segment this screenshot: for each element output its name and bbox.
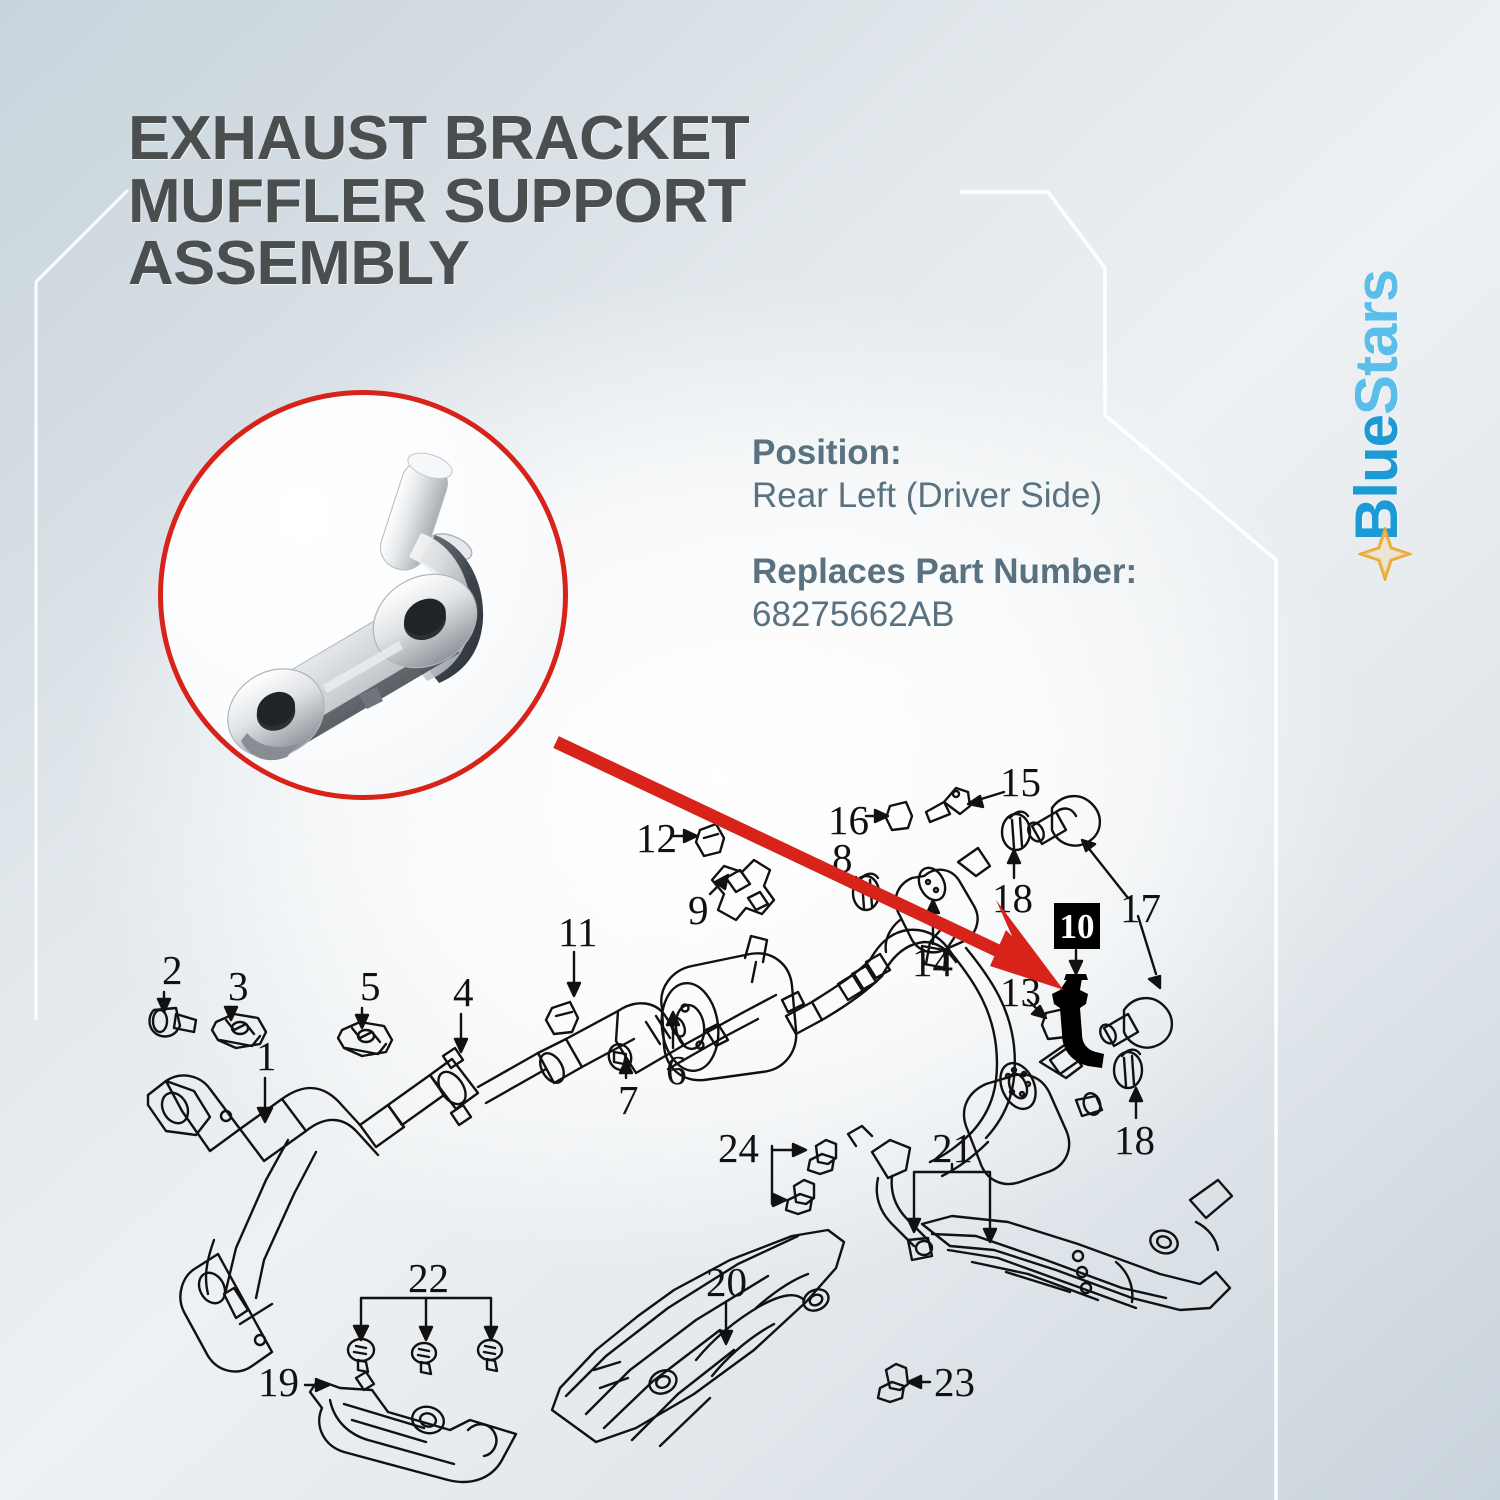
title-line-1: EXHAUST BRACKET <box>128 104 750 173</box>
callout-number-20: 20 <box>706 1259 747 1305</box>
page-title: EXHAUST BRACKET MUFFLER SUPPORT ASSEMBLY <box>128 104 964 299</box>
callout-number-11: 11 <box>558 909 598 955</box>
callout-number-15: 15 <box>1000 759 1041 805</box>
product-photo-circle <box>158 390 568 800</box>
callout-number-13: 13 <box>1000 969 1041 1015</box>
part-number-label: Replaces Part Number: <box>752 552 1138 592</box>
callout-number-6: 6 <box>666 1047 687 1093</box>
callout-number-16: 16 <box>828 797 869 843</box>
part-number-value: 68275662AB <box>752 595 955 635</box>
four-point-star-icon <box>1358 527 1412 581</box>
position-label: Position: <box>752 433 902 472</box>
callout-number-18-top: 18 <box>992 875 1033 921</box>
callout-number-8: 8 <box>832 835 853 881</box>
callout-number-23: 23 <box>934 1359 975 1405</box>
callout-number-1: 1 <box>256 1033 277 1079</box>
callout-number-14: 14 <box>912 939 953 985</box>
callout-number-3: 3 <box>228 963 249 1009</box>
callout-number-24: 24 <box>718 1125 759 1171</box>
title-line-3: ASSEMBLY <box>128 229 470 299</box>
bracket-part-illustration <box>227 452 484 761</box>
title-line-2: MUFFLER SUPPORT <box>128 166 746 236</box>
callout-number-12: 12 <box>636 815 677 861</box>
callout-number-18-bottom: 18 <box>1114 1117 1155 1163</box>
callout-number-19: 19 <box>258 1359 299 1405</box>
callout-number-2: 2 <box>162 947 183 993</box>
callout-number-7: 7 <box>618 1077 639 1123</box>
position-value: Rear Left (Driver Side) <box>752 475 1103 515</box>
callout-number-4: 4 <box>453 969 474 1015</box>
callout-number-5: 5 <box>360 963 381 1009</box>
callout-number-17: 17 <box>1120 885 1161 931</box>
callout-number-22: 22 <box>408 1255 449 1301</box>
callout-number-21: 21 <box>932 1125 973 1171</box>
product-info-block: Position: Rear Left (Driver Side) Replac… <box>752 432 1272 637</box>
highlighted-part-badge: 10 <box>1054 903 1100 949</box>
highlighted-part-number: 10 <box>1059 906 1095 946</box>
callout-number-9: 9 <box>688 887 709 933</box>
